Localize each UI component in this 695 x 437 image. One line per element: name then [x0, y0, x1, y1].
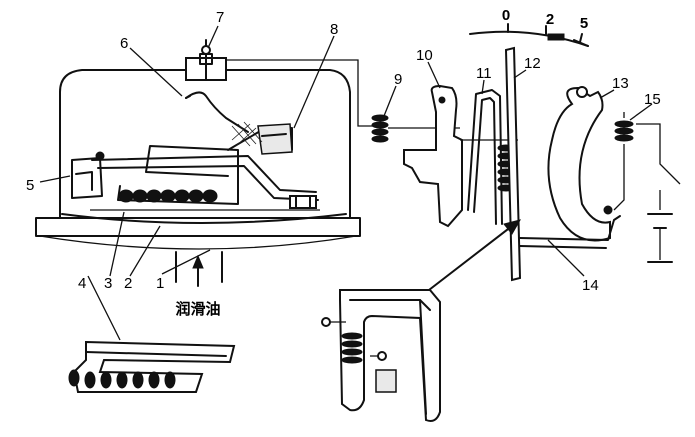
mount-screw [289, 195, 317, 209]
callout-1: 1 [156, 275, 164, 292]
scale-tick-label: 0 [502, 7, 510, 24]
callout-11: 11 [476, 65, 492, 82]
callout-9: 9 [394, 71, 402, 88]
callout-3: 3 [104, 275, 112, 292]
callout-labels: 1 2 3 4 5 6 7 8 9 10 11 12 13 15 14 [26, 9, 661, 294]
terminal-coil [613, 112, 634, 211]
callout-12: 12 [524, 55, 541, 72]
callout-5: 5 [26, 177, 34, 194]
diaphragm [61, 209, 347, 224]
detail-insert [321, 289, 441, 422]
callout-7: 7 [216, 9, 224, 26]
terminal-block [257, 123, 293, 155]
leader-lines [39, 25, 653, 341]
callout-6: 6 [120, 35, 128, 52]
callout-15: 15 [644, 91, 661, 108]
curved-spring-plate [547, 86, 611, 242]
scale-tick-label: 2 [546, 11, 554, 28]
callout-10: 10 [416, 47, 433, 64]
spring-arm [185, 91, 249, 133]
detail-heater-insert [68, 340, 236, 393]
gauge-scale: 0 2 5 [469, 7, 589, 47]
callout-14: 14 [582, 277, 599, 294]
base-bracket [519, 205, 621, 249]
switch-and-battery [636, 123, 681, 263]
oil-inlet: 润滑油 [175, 254, 221, 318]
wire [226, 59, 380, 127]
callout-4: 4 [78, 275, 86, 292]
pivot-bracket [403, 84, 463, 228]
callout-8: 8 [330, 21, 338, 38]
top-terminal [185, 39, 227, 81]
sensor-housing [35, 69, 361, 283]
callout-13: 13 [612, 75, 629, 92]
heating-coil [118, 189, 218, 203]
gauge-pointer [504, 46, 522, 282]
scale-tick-label: 5 [580, 15, 588, 32]
crosshatch-link [231, 121, 263, 147]
oil-label: 润滑油 [175, 300, 220, 318]
contact-bracket [71, 151, 105, 199]
callout-2: 2 [124, 275, 132, 292]
